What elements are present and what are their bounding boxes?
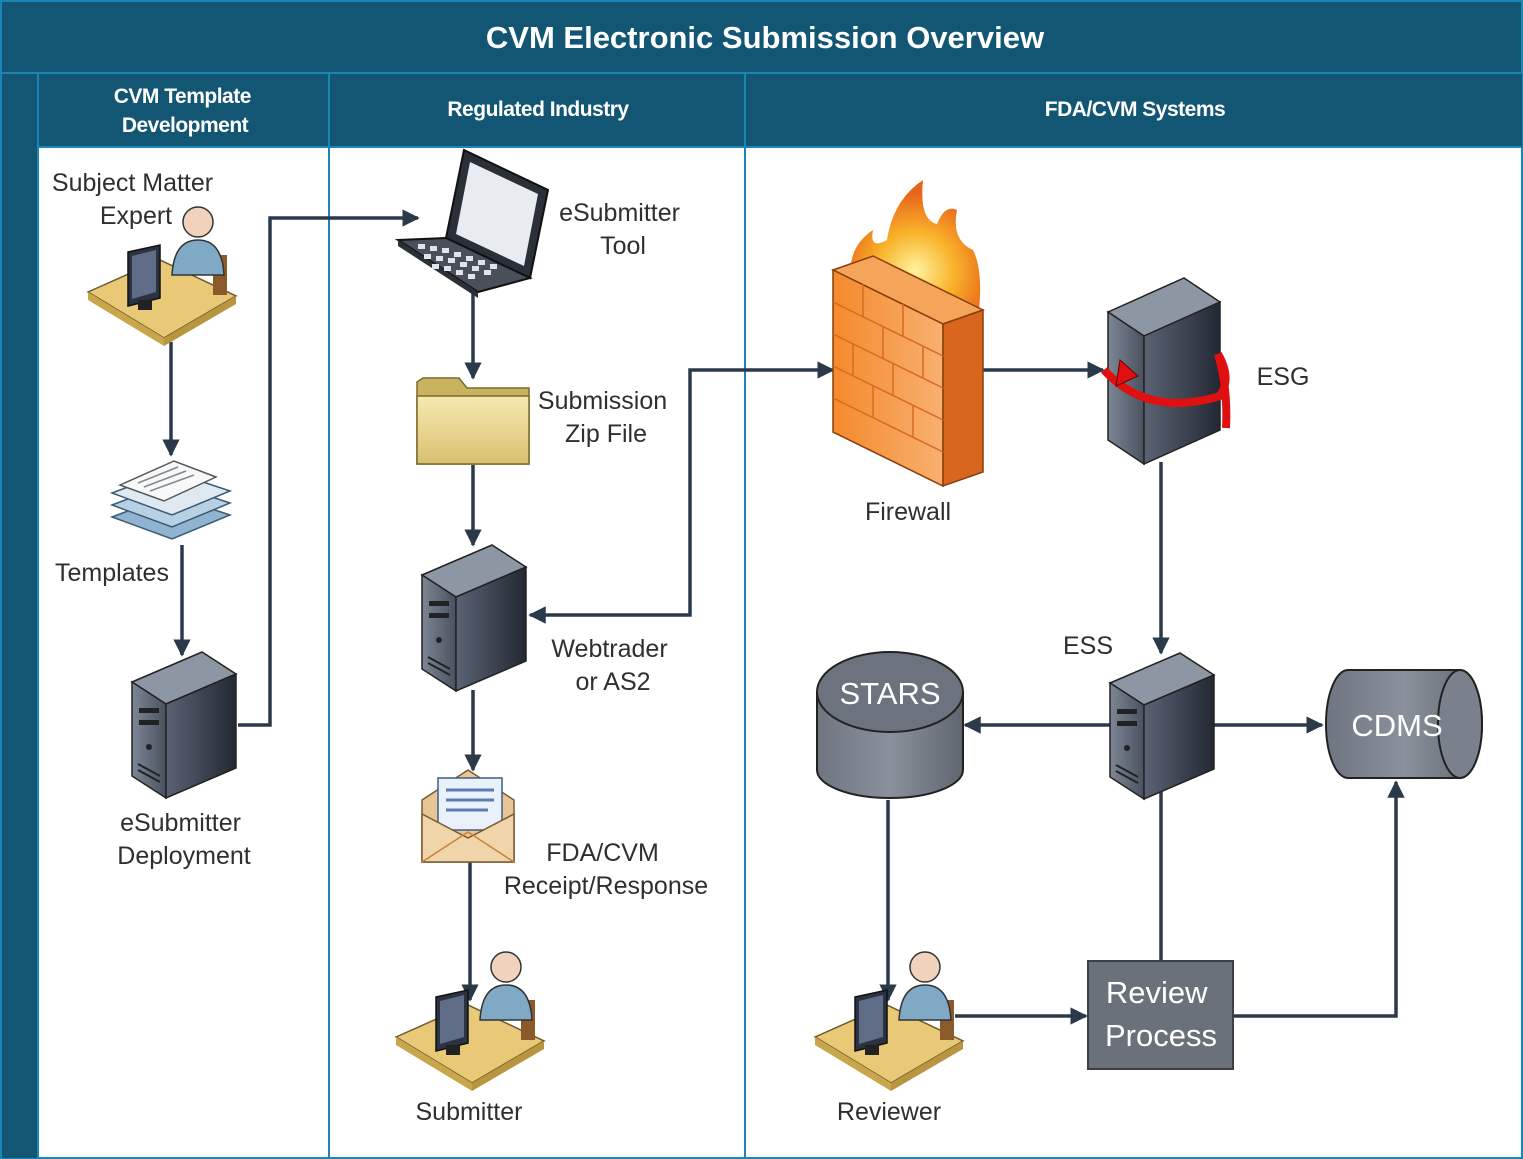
database-cylinder-icon bbox=[816, 651, 964, 799]
deployment-label: eSubmitter Deployment bbox=[117, 809, 250, 870]
reviewer-label: Reviewer bbox=[837, 1098, 941, 1126]
folder-icon bbox=[416, 377, 530, 465]
review-process-box bbox=[1087, 960, 1234, 1070]
person-at-computer-icon bbox=[394, 951, 546, 1091]
server-icon bbox=[1108, 652, 1216, 801]
zip-label: Submission Zip File bbox=[538, 387, 674, 448]
diagram-title: CVM Electronic Submission Overview bbox=[486, 20, 1045, 55]
arrow-review-cdms bbox=[1234, 780, 1405, 1018]
server-icon bbox=[130, 651, 238, 800]
connectors bbox=[162, 209, 1405, 1025]
arrow-deployment-tool bbox=[238, 209, 420, 727]
submitter-label: Submitter bbox=[416, 1098, 523, 1126]
cdms-label: CDMS bbox=[1351, 708, 1442, 743]
arrow-webtrader-firewall bbox=[528, 361, 835, 624]
ess-label: ESS bbox=[1063, 632, 1113, 660]
envelope-icon bbox=[421, 769, 515, 863]
lane-header-industry: Regulated Industry bbox=[447, 98, 629, 121]
person-at-computer-icon bbox=[813, 951, 965, 1091]
lane-header-fda: FDA/CVM Systems bbox=[1045, 98, 1225, 121]
title-bar bbox=[2, 2, 1521, 72]
storage-cylinder-icon bbox=[1325, 669, 1483, 779]
firewall-icon bbox=[831, 180, 985, 488]
webtrader-label: Webtrader or AS2 bbox=[551, 635, 674, 696]
stars-label: STARS bbox=[839, 676, 940, 711]
lane-header-template-dev: CVM Template Development bbox=[114, 85, 256, 137]
sme-label: Subject Matter Expert bbox=[52, 169, 220, 230]
person-at-computer-icon bbox=[86, 206, 238, 346]
tool-label: eSubmitter Tool bbox=[559, 199, 687, 260]
left-margin-band bbox=[2, 72, 38, 1158]
firewall-label: Firewall bbox=[865, 498, 951, 526]
templates-label: Templates bbox=[55, 559, 169, 587]
receipt-label: FDA/CVM Receipt/Response bbox=[504, 839, 708, 900]
laptop-icon bbox=[394, 148, 550, 298]
lane-header-bar bbox=[38, 74, 1522, 147]
gateway-server-icon bbox=[1101, 277, 1231, 466]
esg-label: ESG bbox=[1257, 363, 1310, 391]
server-icon bbox=[420, 544, 528, 693]
documents-stack-icon bbox=[109, 460, 233, 540]
review-process-label: Review Process bbox=[1105, 975, 1217, 1053]
